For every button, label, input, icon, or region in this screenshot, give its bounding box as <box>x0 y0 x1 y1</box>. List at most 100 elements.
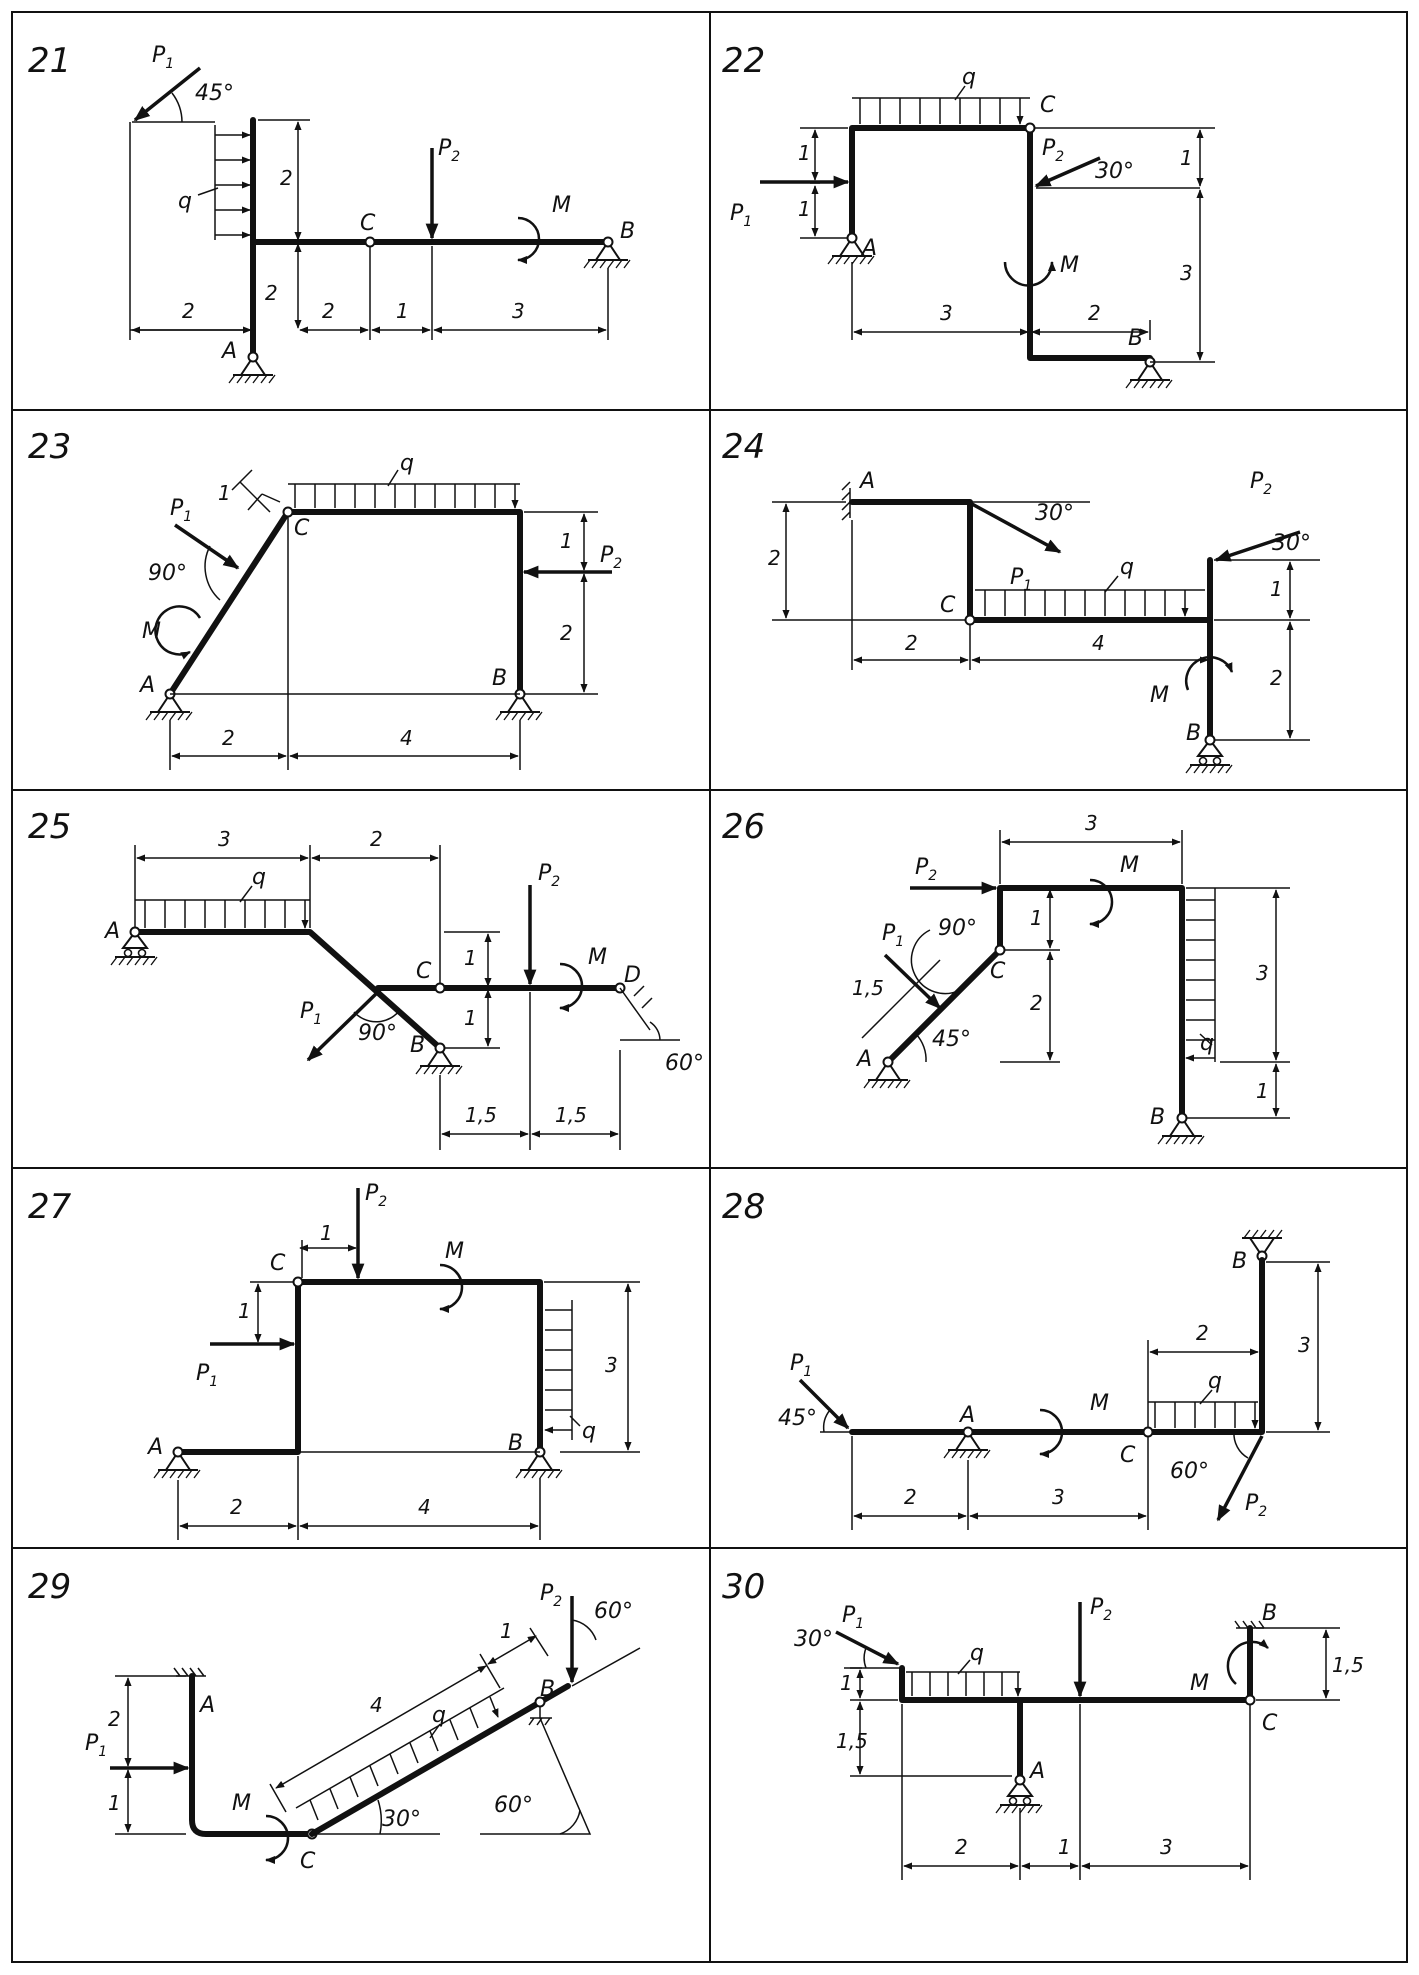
svg-text:P1: P1 <box>842 1603 864 1632</box>
svg-text:P1: P1 <box>170 496 192 525</box>
node-label-B: B <box>410 1033 425 1058</box>
force-label-P1-sub: 1 <box>743 214 752 230</box>
angle-45: 45° <box>195 81 234 106</box>
panel-number: 28 <box>722 1187 765 1227</box>
panel-23: 23 q P1 90° 1 P2 M A B C 1 2 2 <box>28 427 622 770</box>
dim-3: 3 <box>512 299 525 323</box>
node-label-C: C <box>360 211 376 236</box>
dim-2b: 2 <box>280 166 293 190</box>
moment-label-M: M <box>552 193 571 218</box>
force-label-P1-sub: 1 <box>855 1616 864 1632</box>
support-B <box>1242 1229 1283 1262</box>
force-label-P1-sub: 1 <box>209 1374 218 1390</box>
node-label-B: B <box>1128 326 1143 351</box>
dim-2b: 2 <box>905 631 918 655</box>
force-label-P2-sub: 2 <box>553 1594 562 1610</box>
dim-2b: 2 <box>222 726 235 750</box>
node-label-D: D <box>624 963 641 988</box>
hinge-C <box>1024 122 1036 134</box>
force-label-P2-sub: 2 <box>1055 149 1064 165</box>
force-label-P2: P <box>540 1581 554 1606</box>
load-label-q: q <box>962 65 976 90</box>
node-label-A: A <box>858 469 875 494</box>
force-label-P1-sub: 1 <box>98 1744 107 1760</box>
node-label-C: C <box>294 516 310 541</box>
load-label-q: q <box>582 1419 596 1444</box>
svg-text:P2: P2 <box>365 1181 387 1210</box>
dim-2d: 2 <box>322 299 335 323</box>
dim-2a: 2 <box>182 299 195 323</box>
dim-2c: 2 <box>265 281 278 305</box>
force-label-P2-sub: 2 <box>551 874 560 890</box>
force-label-P1: P <box>300 999 314 1024</box>
dim-1: 1 <box>840 1671 853 1695</box>
node-label-B: B <box>508 1431 523 1456</box>
node-label-C: C <box>1120 1443 1136 1468</box>
node-label-B: B <box>540 1677 555 1702</box>
hinge-C <box>282 506 294 518</box>
load-label-q: q <box>1208 1369 1222 1394</box>
node-label-A: A <box>1028 1759 1045 1784</box>
svg-text:P1: P1 <box>882 921 904 950</box>
moment-label-M: M <box>1090 1391 1109 1416</box>
dim-4: 4 <box>1092 631 1105 655</box>
angle-45: 45° <box>778 1406 817 1431</box>
svg-text:P2: P2 <box>600 543 622 572</box>
panel-number: 26 <box>722 807 765 847</box>
moment-label-M: M <box>588 945 607 970</box>
node-label-A: A <box>103 919 120 944</box>
angle-30a: 30° <box>1035 501 1074 526</box>
frame-member <box>175 1279 543 1455</box>
node-label-A: A <box>198 1693 215 1718</box>
dim-3b: 3 <box>940 301 953 325</box>
dim-3: 3 <box>605 1353 618 1377</box>
force-label-P2: P <box>915 855 929 880</box>
load-label-q: q <box>1120 555 1134 580</box>
panel-number: 22 <box>722 41 765 81</box>
angle-30: 30° <box>1095 159 1134 184</box>
panel-number: 25 <box>28 807 71 847</box>
force-label-P2: P <box>600 543 614 568</box>
panel-28: 28 B A C 45° P1 M q 60° P2 <box>722 1187 1330 1530</box>
svg-text:P2: P2 <box>915 855 937 884</box>
dim-3a: 3 <box>1180 261 1193 285</box>
dim-1-5a: 1,5 <box>465 1103 497 1127</box>
force-label-P1: P <box>842 1603 856 1628</box>
svg-text:P1: P1 <box>196 1361 218 1390</box>
dim-1-5: 1,5 <box>852 976 884 1000</box>
moment-label-M: M <box>1190 1671 1209 1696</box>
dim-2c: 2 <box>1270 666 1283 690</box>
force-label-P2-sub: 2 <box>1103 1608 1112 1624</box>
dim-1b: 1 <box>464 1006 477 1030</box>
dim-1a: 1 <box>1030 906 1043 930</box>
moment-label-M: M <box>1060 253 1079 278</box>
panel-24: 24 A C 30° P1 q P2 30° M B 2 2 4 <box>722 427 1320 774</box>
force-label-P1: P <box>152 43 166 68</box>
force-label-P1: P <box>196 1361 210 1386</box>
panel-27: 27 C A B P1 P2 M q 1 1 3 2 4 <box>28 1181 640 1540</box>
force-label-P2: P <box>1250 469 1264 494</box>
panel-21: 21 q P1 45° P2 M A B C 2 <box>28 41 635 384</box>
dim-2a: 2 <box>560 621 573 645</box>
dim-1: 1 <box>396 299 409 323</box>
dim-2: 2 <box>1088 301 1101 325</box>
panel-30: 30 A B C 30° P1 q P2 M 1 1,5 1,5 <box>722 1567 1364 1880</box>
dim-1b: 1 <box>238 1299 251 1323</box>
frame-member <box>885 885 1185 1121</box>
node-label-A: A <box>220 339 237 364</box>
node-label-A: A <box>146 1435 163 1460</box>
force-label-P2-sub: 2 <box>378 1194 387 1210</box>
dim-2a: 2 <box>768 546 781 570</box>
node-label-C: C <box>416 959 432 984</box>
hinge-C <box>1244 1694 1256 1706</box>
force-label-P2: P <box>1042 136 1056 161</box>
dim-1b: 1 <box>500 1619 513 1643</box>
panel-number: 23 <box>28 427 71 467</box>
dim-1b: 1 <box>560 529 573 553</box>
dim-3a: 3 <box>1085 811 1098 835</box>
load-label-q: q <box>178 189 192 214</box>
dim-1: 1 <box>1270 577 1283 601</box>
panel-number: 29 <box>28 1567 71 1607</box>
dim-3a: 3 <box>1052 1485 1065 1509</box>
node-label-A: A <box>860 236 877 261</box>
